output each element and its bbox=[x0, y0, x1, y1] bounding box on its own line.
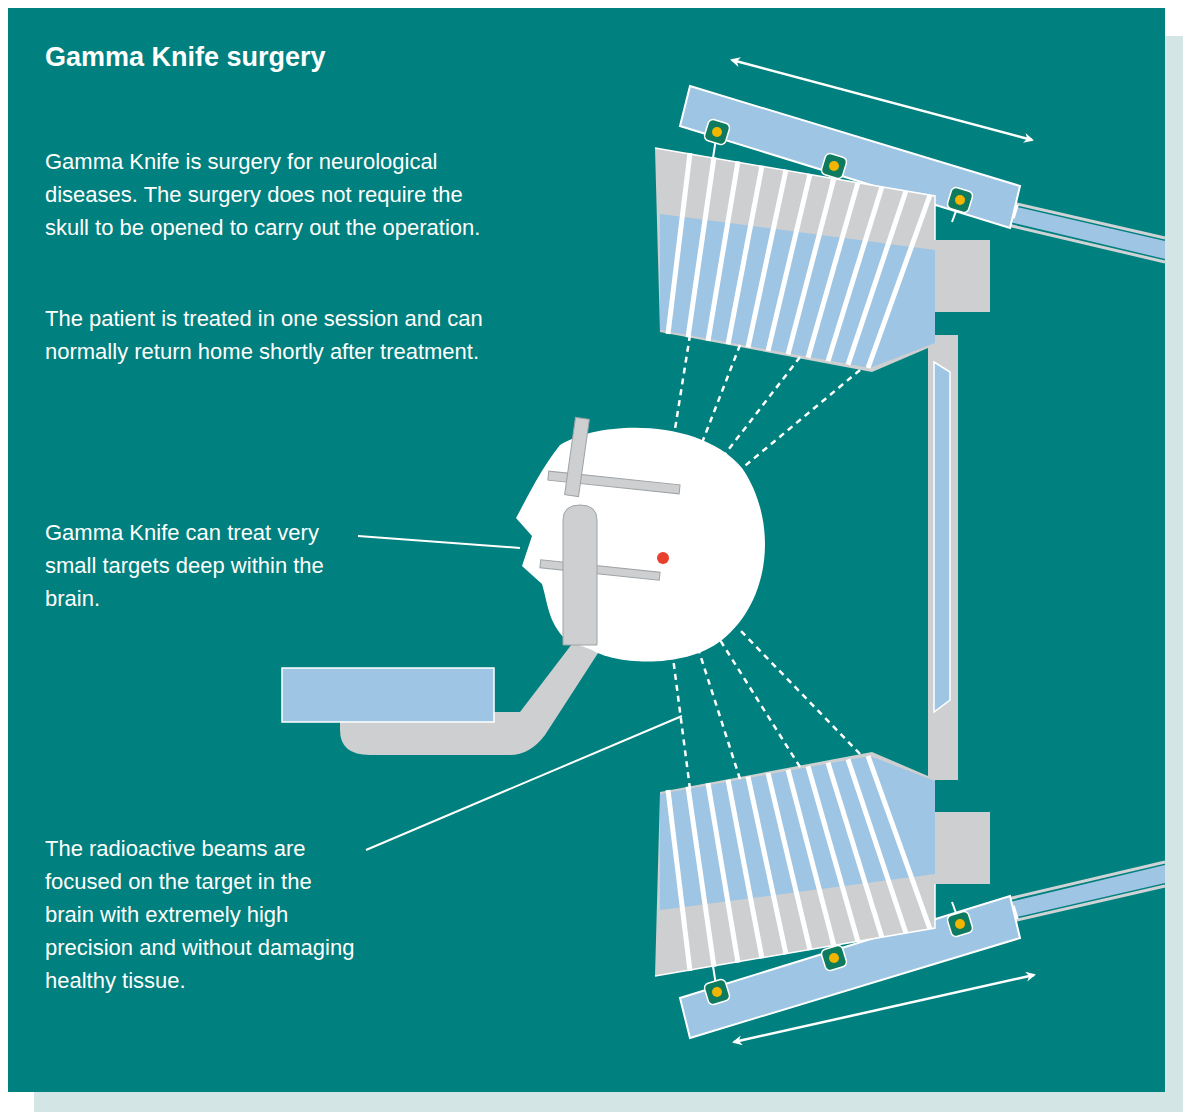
title: Gamma Knife surgery bbox=[45, 40, 326, 74]
callout-text: The radioactive beams are focused on the… bbox=[45, 832, 360, 997]
callout-text: The patient is treated in one session an… bbox=[45, 302, 495, 368]
callout-text: Gamma Knife is surgery for neurological … bbox=[45, 145, 485, 244]
callout-text: Gamma Knife can treat very small targets… bbox=[45, 516, 350, 615]
